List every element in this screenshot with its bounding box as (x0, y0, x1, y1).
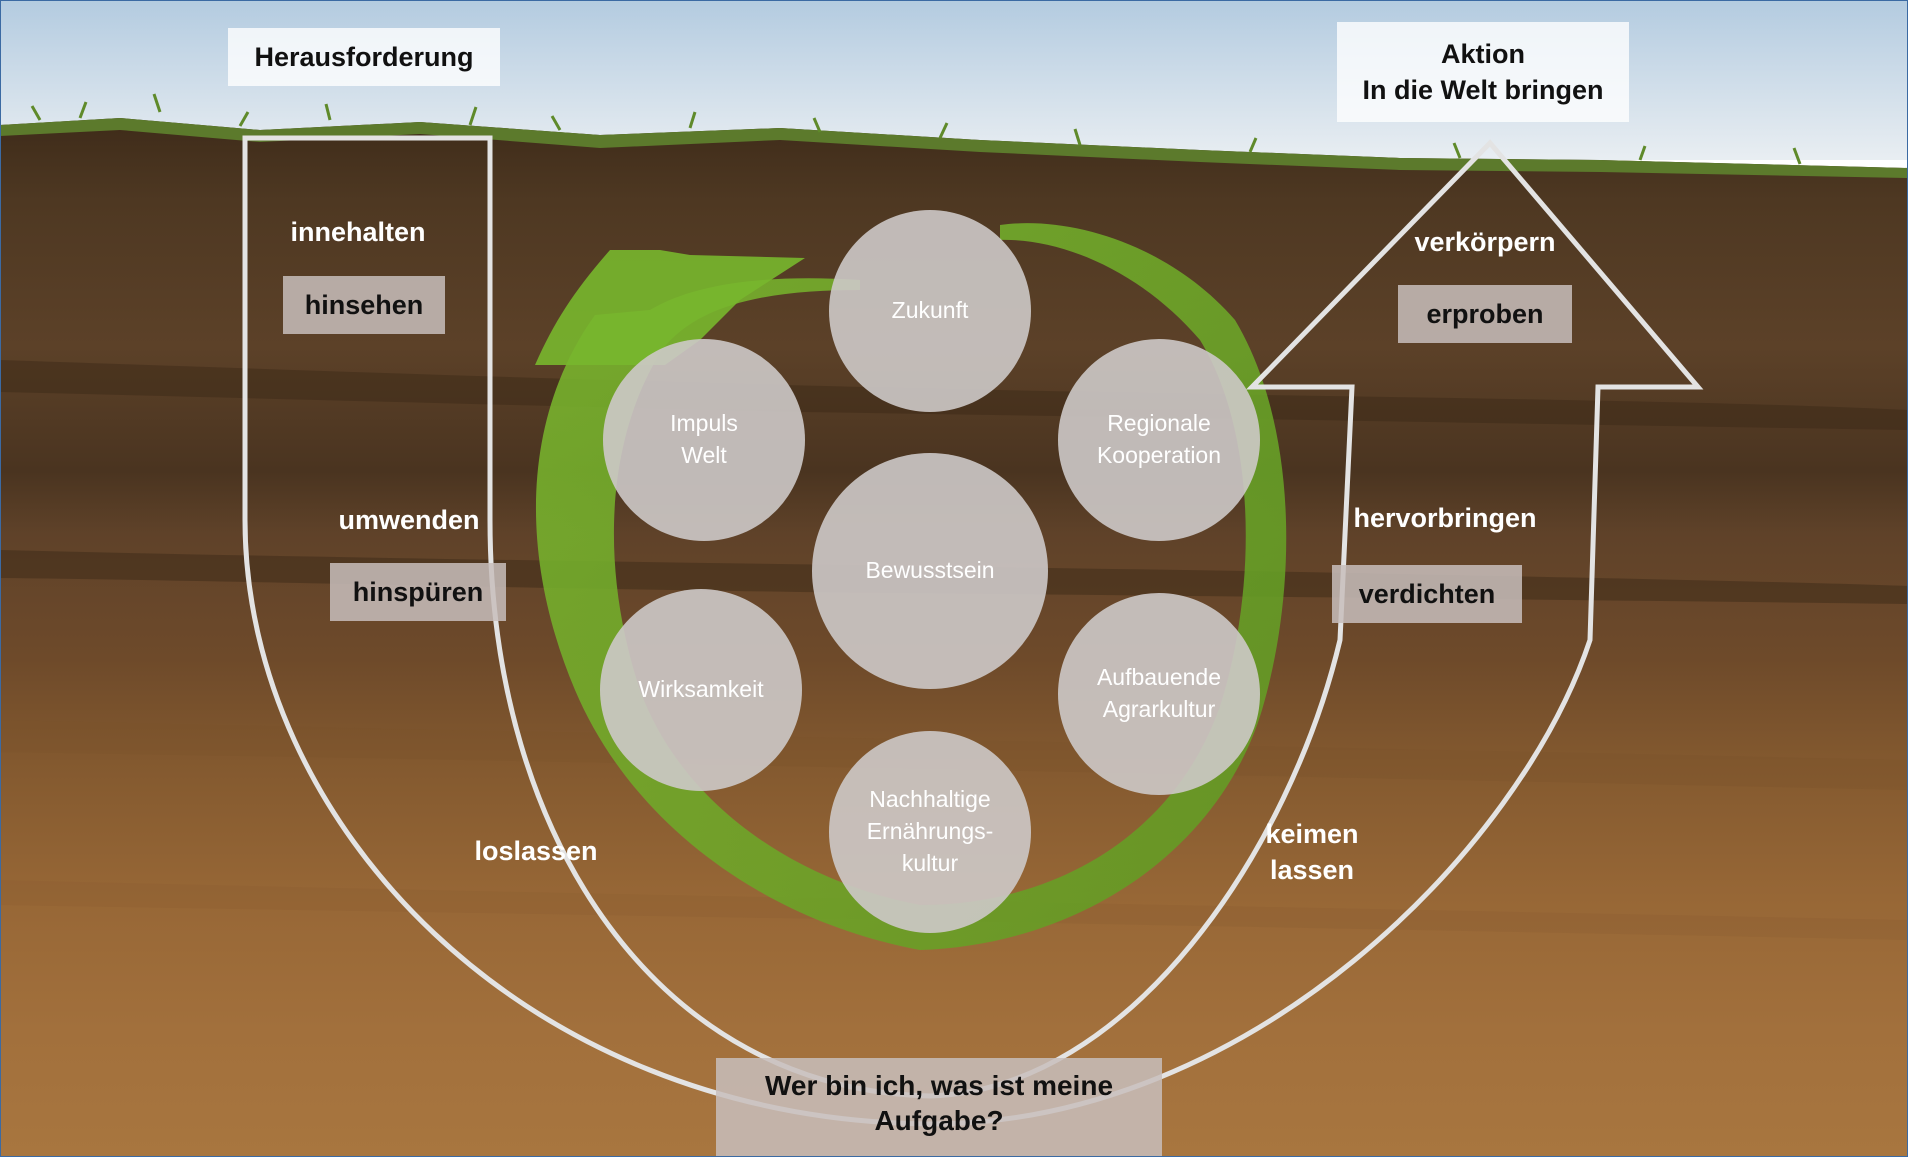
circle-zukunft: Zukunft (829, 210, 1031, 412)
challenge-header-text: Herausforderung (254, 41, 474, 72)
box-verdichten: verdichten (1332, 565, 1522, 623)
label-innehalten: innehalten (290, 217, 426, 247)
bottom-question: Wer bin ich, was ist meine Aufgabe? (716, 1058, 1162, 1157)
circle-impuls-welt: Impuls Welt (603, 339, 805, 541)
label-verkoerpern: verkörpern (1414, 227, 1556, 257)
circle-nachhaltige-ernaehrungskultur: Nachhaltige Ernährungs- kultur (829, 731, 1031, 933)
action-header-line2: In die Welt bringen (1362, 75, 1604, 105)
box-hinspueren: hinspüren (330, 563, 506, 621)
label-umwenden: umwenden (338, 505, 480, 535)
label-loslassen: loslassen (474, 836, 598, 866)
circle-bewusstsein: Bewusstsein (812, 453, 1048, 689)
action-header-line1: Aktion (1441, 38, 1525, 69)
box-erproben: erproben (1398, 285, 1572, 343)
circle-regionale-kooperation: Regionale Kooperation (1058, 339, 1260, 541)
circle-aufbauende-agrarkultur: Aufbauende Agrarkultur (1058, 593, 1260, 795)
box-hinsehen: hinsehen (283, 276, 445, 334)
label-keimen-lassen: keimen lassen (1265, 819, 1359, 886)
label-hervorbringen: hervorbringen (1353, 503, 1537, 533)
challenge-header: Herausforderung (228, 28, 500, 86)
action-header: Aktion In die Welt bringen (1337, 22, 1629, 122)
circle-wirksamkeit: Wirksamkeit (600, 589, 802, 791)
